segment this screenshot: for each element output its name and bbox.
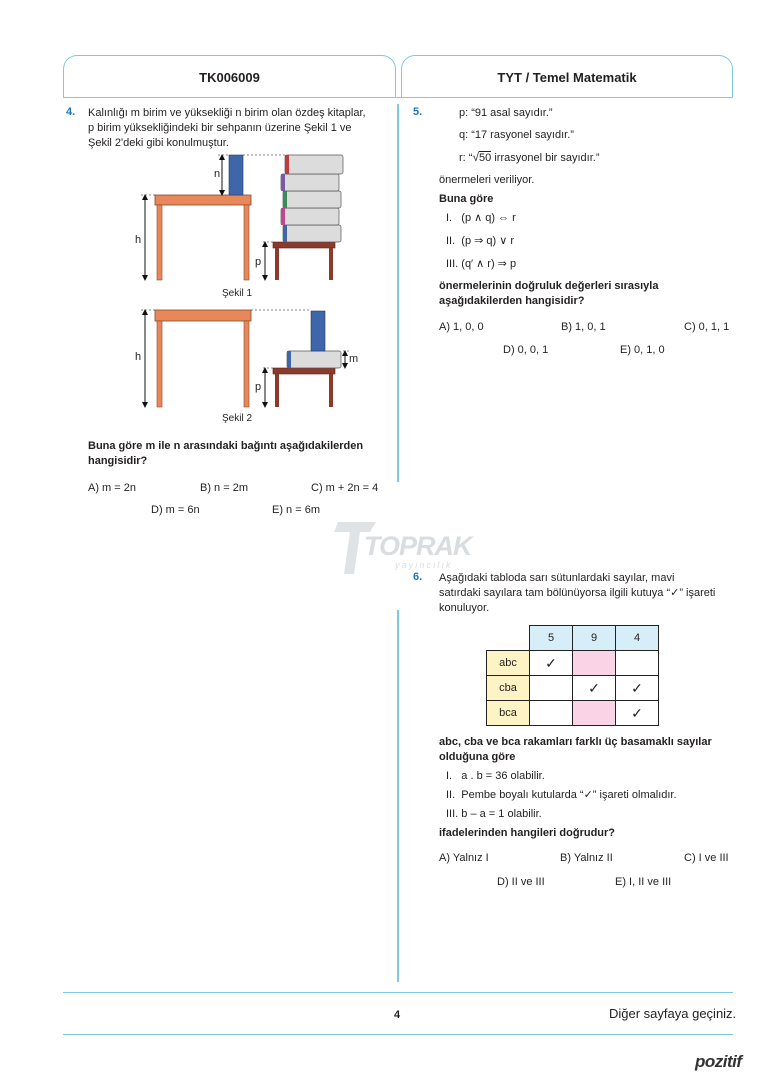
cell-bca-9-pink: [572, 700, 616, 726]
fig2-label-m: m: [349, 353, 359, 365]
fig2-label-h: h: [135, 351, 142, 363]
q6-option-c[interactable]: C) I ve III: [684, 852, 729, 864]
exam-code: TK006009: [199, 70, 260, 85]
next-page-note: Diğer sayfaya geçiniz.: [609, 1006, 737, 1021]
q6-intro-line-1: Aşağıdaki tabloda sarı sütunlardaki sayı…: [439, 572, 675, 584]
question-5-number: 5.: [413, 106, 423, 118]
fig2-lying-book: [286, 350, 342, 369]
footer-divider-top: [63, 992, 733, 993]
q6-intro-line-3: konuluyor.: [439, 602, 490, 614]
toprak-logo-icon: [334, 522, 376, 574]
header-left-box: TK006009: [63, 55, 396, 97]
row-label-cba: cba: [486, 675, 530, 701]
row-label-bca: bca: [486, 700, 530, 726]
q5-statement-q: q: “17 rasyonel sayıdır.”: [459, 129, 574, 141]
q6-option-a[interactable]: A) Yalnız I: [439, 852, 489, 864]
cell-abc-9-pink: [572, 650, 616, 676]
q6-item-3: III. b – a = 1 olabilir.: [446, 808, 542, 820]
q6-item-1: I. a . b = 36 olabilir.: [446, 770, 545, 782]
q6-option-e[interactable]: E) I, II ve III: [615, 876, 672, 888]
figure-2: [141, 309, 350, 408]
fig1-standing-book: [228, 154, 244, 196]
question-4-number: 4.: [66, 106, 76, 118]
q6-option-d[interactable]: D) II ve III: [497, 876, 545, 888]
q6-option-b[interactable]: B) Yalnız II: [560, 852, 613, 864]
cell-abc-4: [615, 650, 659, 676]
q4-option-e[interactable]: E) n = 6m: [272, 504, 320, 516]
watermark-brand: TOPRAK: [364, 531, 473, 561]
q5-option-b[interactable]: B) 1, 0, 1: [561, 321, 606, 333]
table-header-row: 5 9 4: [487, 625, 659, 651]
q5-buna-gore: Buna göre: [439, 193, 494, 205]
column-header-5: 5: [529, 625, 573, 651]
table-row: abc ✓: [486, 650, 659, 676]
q6-lead-line-1: abc, cba ve bca rakamları farklı üç basa…: [439, 736, 712, 748]
q6-item-2: II. Pembe boyalı kutularda “✓” işareti o…: [446, 789, 677, 801]
q5-option-d[interactable]: D) 0, 0, 1: [503, 344, 549, 356]
q4-option-b[interactable]: B) n = 2m: [200, 482, 248, 494]
cell-cba-4: ✓: [615, 675, 659, 701]
q5-item-1: I. (p ∧ q) ⇔ r: [446, 212, 516, 224]
q5-question-line-2: aşağıdakilerden hangisidir?: [439, 295, 585, 307]
figure-1: [141, 154, 344, 281]
cell-cba-5: [529, 675, 573, 701]
q4-option-a[interactable]: A) m = 2n: [88, 482, 136, 494]
q6-question: ifadelerinden hangileri doğrudur?: [439, 827, 616, 839]
publisher-logo: pozitif: [695, 1052, 742, 1072]
column-divider-top: [397, 104, 399, 482]
q5-item-2: II. (p ⇒ q) ∨ r: [446, 235, 514, 247]
table-row: bca ✓: [486, 700, 659, 726]
column-divider-bottom: [397, 610, 399, 982]
fig2-label-p: p: [255, 381, 262, 393]
column-header-9: 9: [572, 625, 616, 651]
q5-statement-r: r: “√50 irrasyonel bir sayıdır.”: [459, 150, 600, 164]
q4-option-d[interactable]: D) m = 6n: [151, 504, 200, 516]
q4-intro-line-1: Kalınlığı m birim ve yüksekliği n birim …: [88, 107, 366, 119]
row-label-abc: abc: [486, 650, 530, 676]
q4-question-line-1: Buna göre m ile n arasındaki bağıntı aşa…: [88, 440, 364, 452]
fig1-table-top: [154, 194, 252, 206]
fig1-table-leg-left: [156, 204, 163, 281]
fig2-table-top: [154, 309, 252, 322]
publisher-logo-text: pozitif: [695, 1052, 742, 1071]
q5-option-c[interactable]: C) 0, 1, 1: [684, 321, 730, 333]
q5-item-3: III. (q′ ∧ r) ⇒ p: [446, 258, 517, 270]
cell-bca-4: ✓: [615, 700, 659, 726]
fig2-caption: Şekil 2: [222, 413, 253, 424]
subject-title: TYT / Temel Matematik: [497, 70, 637, 85]
q4-intro-line-2: p birim yüksekliğindeki bir sehpanın üze…: [88, 122, 352, 134]
q4-intro-line-3: Şekil 2'deki gibi konulmuştur.: [88, 137, 229, 149]
cell-abc-5: ✓: [529, 650, 573, 676]
fig1-label-n: n: [214, 168, 221, 180]
cell-cba-9: ✓: [572, 675, 616, 701]
page-number: 4: [394, 1009, 401, 1021]
fig1-book-stack: [280, 154, 344, 243]
fig1-label-h: h: [135, 234, 142, 246]
q5-given-text: önermeleri veriliyor.: [439, 174, 535, 186]
cell-bca-5: [529, 700, 573, 726]
table-row: cba ✓ ✓: [486, 675, 659, 701]
q5-option-e[interactable]: E) 0, 1, 0: [620, 344, 665, 356]
fig2-stool-top: [272, 367, 336, 375]
q5-question-line-1: önermelerinin doğruluk değerleri sırasıy…: [439, 280, 659, 292]
watermark-sub: yayıncılık: [395, 560, 453, 570]
question-6-number: 6.: [413, 571, 423, 583]
header-right-box: TYT / Temel Matematik: [401, 55, 733, 97]
q6-intro-line-2: satırdaki sayılara tam bölünüyorsa ilgil…: [439, 587, 716, 599]
divisibility-table: 5 9 4 abc ✓ cba ✓ ✓ bca ✓: [486, 625, 659, 726]
q6-lead-line-2: olduğuna göre: [439, 751, 516, 763]
fig1-label-p: p: [255, 256, 262, 268]
footer-divider-bottom: [63, 1034, 733, 1035]
fig1-table-leg-right: [243, 204, 250, 281]
q4-option-c[interactable]: C) m + 2n = 4: [311, 482, 379, 494]
fig1-caption: Şekil 1: [222, 288, 253, 299]
fig2-standing-book: [310, 310, 326, 352]
q5-statement-p: p: “91 asal sayıdır.”: [459, 107, 553, 119]
q4-question-line-2: hangisidir?: [88, 455, 148, 467]
column-header-4: 4: [615, 625, 659, 651]
fig1-stool-top: [272, 241, 336, 249]
q5-option-a[interactable]: A) 1, 0, 0: [439, 321, 484, 333]
header-divider: [63, 97, 733, 98]
